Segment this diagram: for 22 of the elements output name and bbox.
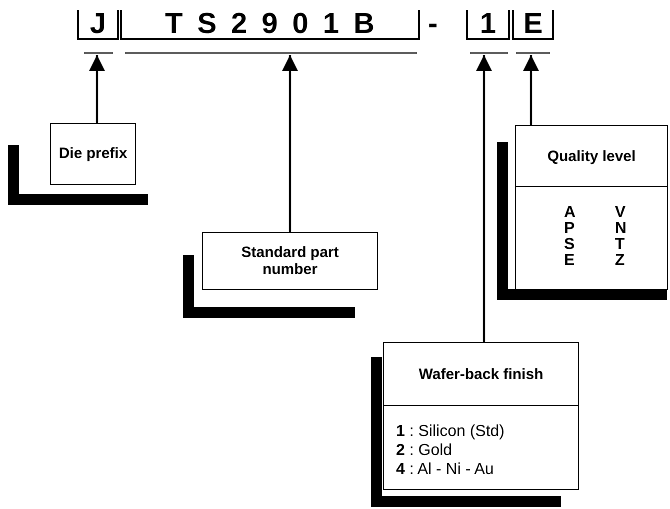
box-title: Quality level — [547, 148, 636, 164]
separator-dash: - — [428, 10, 438, 38]
label-box — [50, 123, 136, 185]
label-box — [383, 342, 579, 490]
box-title: Die prefix — [58, 145, 128, 162]
label-box — [202, 232, 378, 290]
code-letter-list: A P S E — [564, 205, 573, 269]
arrow — [476, 55, 492, 342]
option-text: 2 : Gold — [396, 441, 454, 460]
arrow — [523, 55, 539, 125]
code-letter-list: V N T Z — [614, 205, 624, 269]
code-segment-bracket: TS2901B — [120, 10, 420, 40]
option-text: 4 : Al - Ni - Au — [396, 460, 495, 479]
option-text: 1 : Silicon (Std) — [396, 422, 506, 441]
arrow — [282, 55, 298, 232]
box-title: Wafer-back finish — [418, 366, 544, 382]
code-segment-bracket: J — [77, 10, 119, 40]
code-segment-bracket: E — [512, 10, 554, 40]
box-title: Standard part number — [240, 244, 340, 278]
arrow — [89, 55, 105, 123]
code-segment-bracket: 1 — [466, 10, 510, 40]
label-box — [515, 125, 668, 290]
